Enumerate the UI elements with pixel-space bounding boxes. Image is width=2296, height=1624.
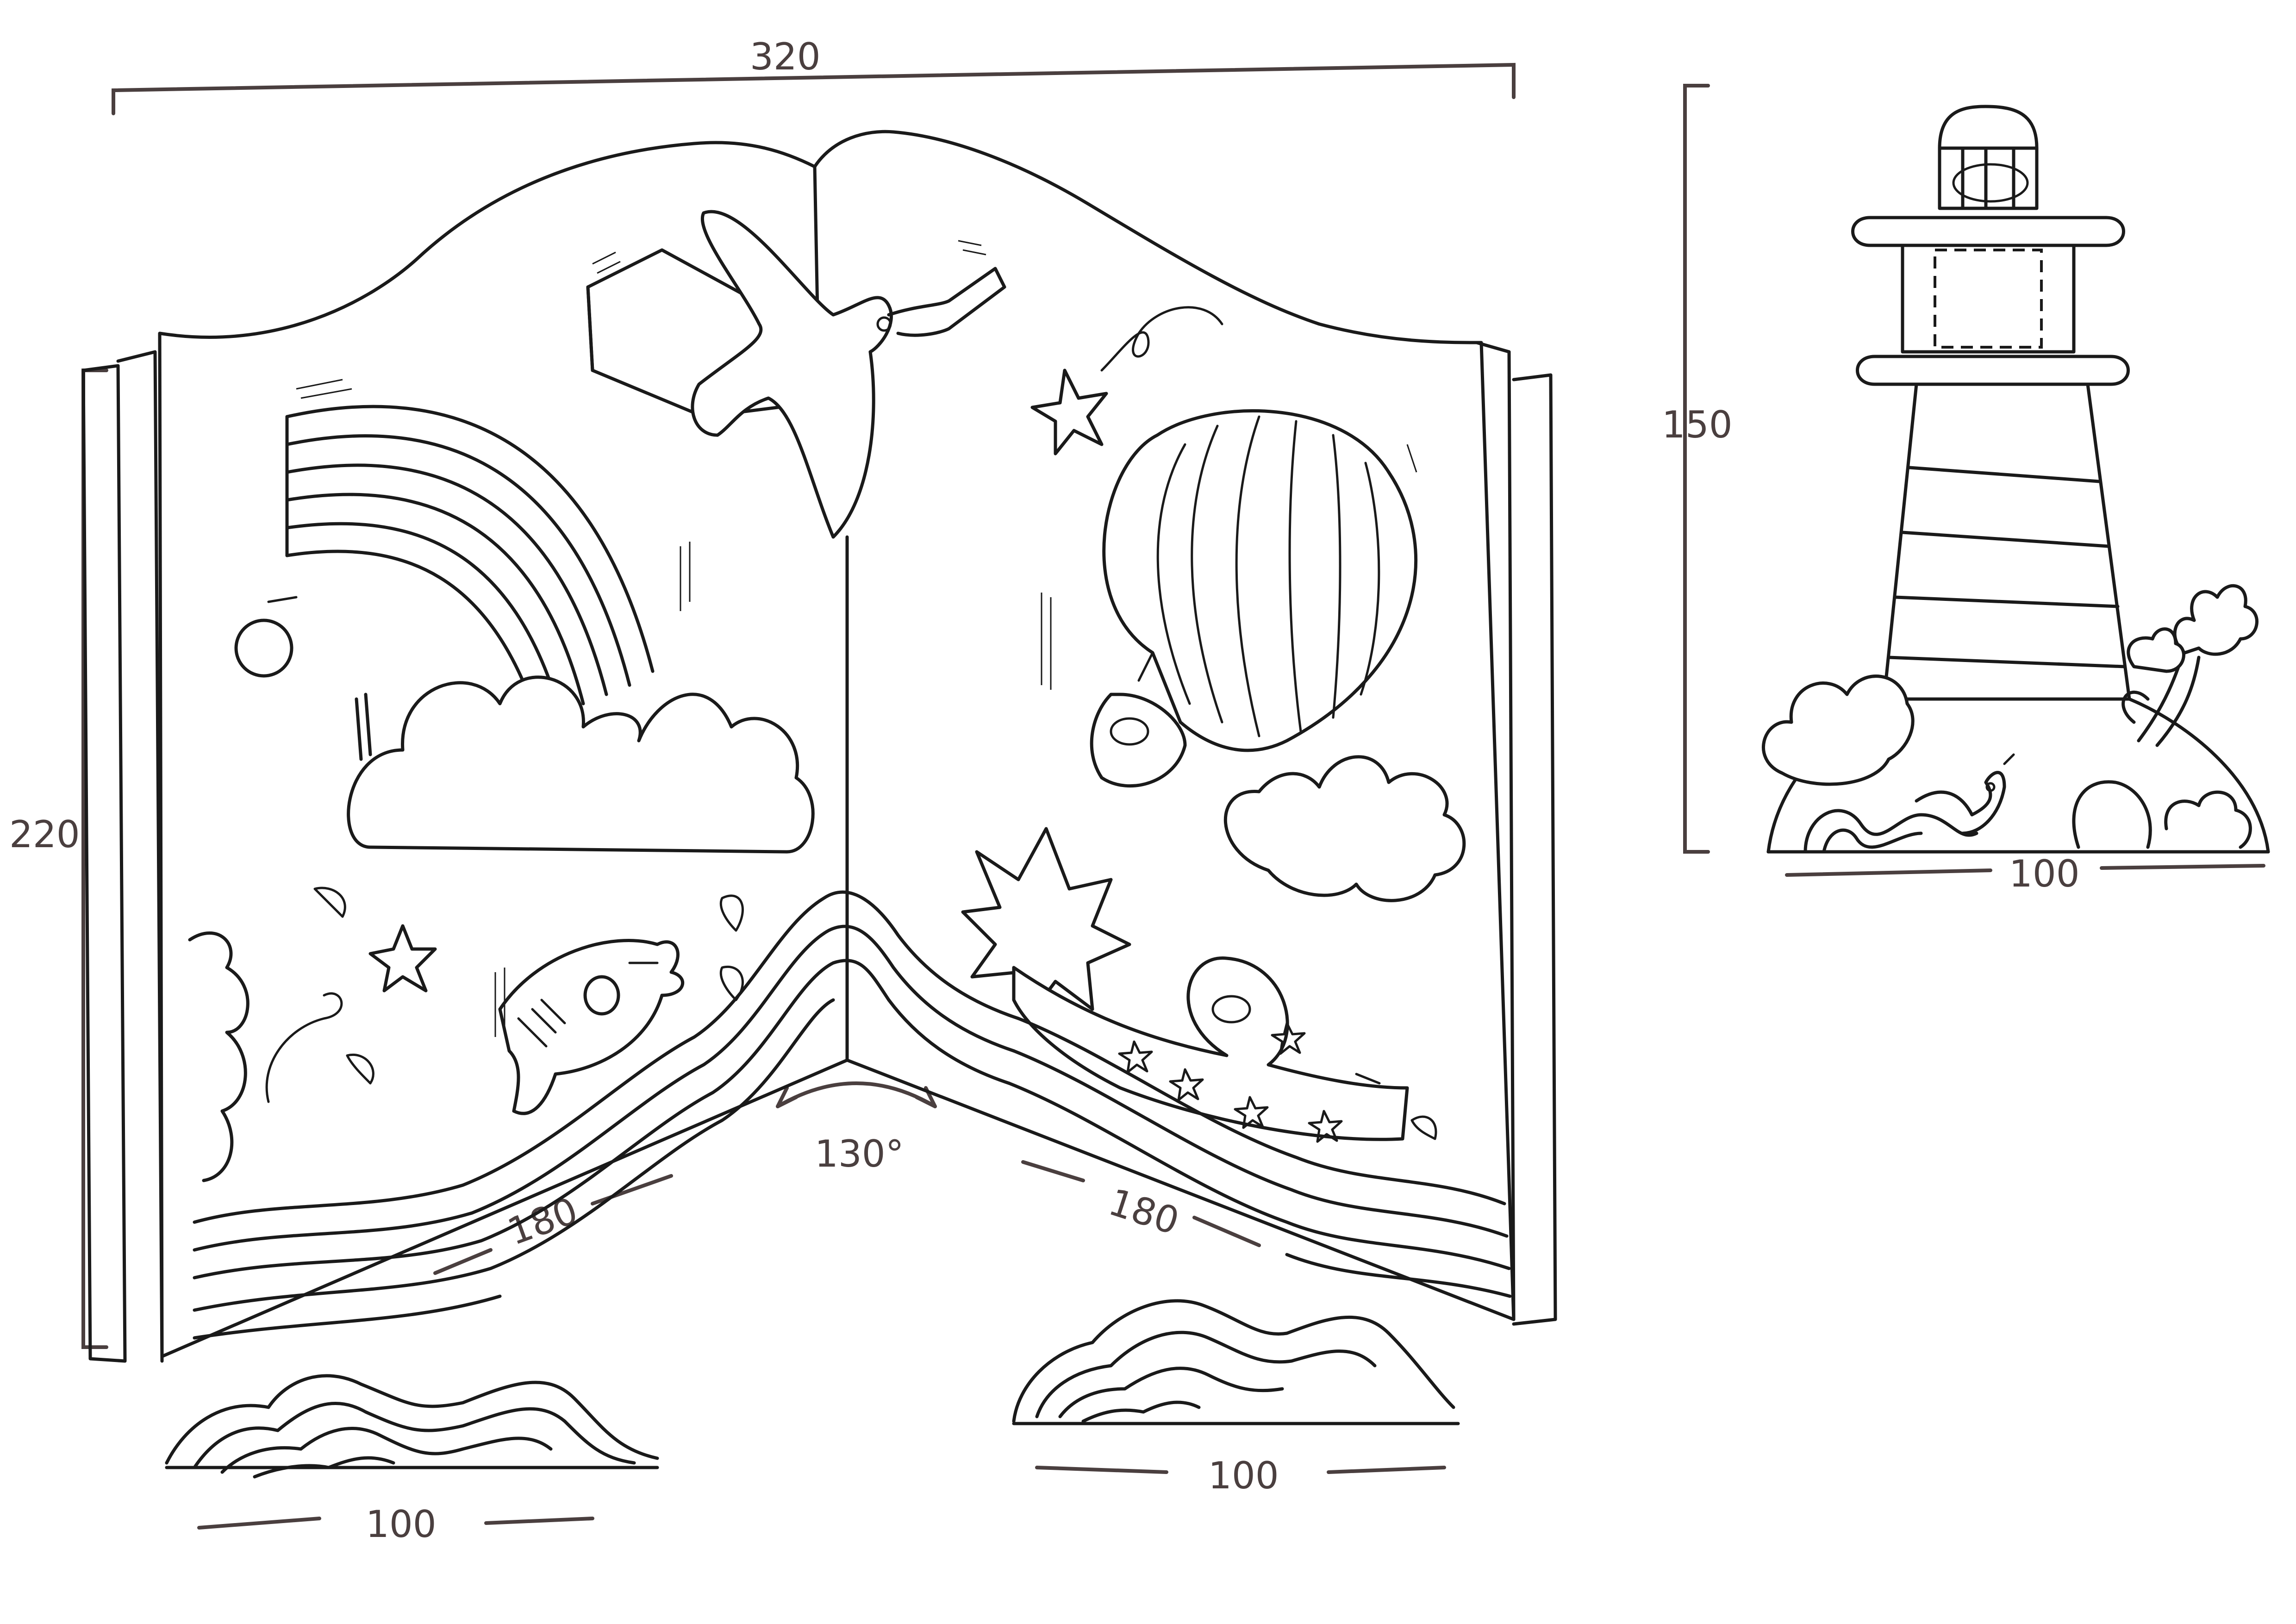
cloud-left: [347, 675, 815, 854]
balloon-hatching: [1041, 444, 1417, 690]
rainbow-hatching: [296, 379, 691, 611]
lighthouse: [1762, 105, 2270, 854]
star-icon: [368, 924, 437, 993]
hot-air-balloon: [1041, 409, 1418, 788]
dimension-book-height: 220: [9, 369, 108, 1349]
book: [81, 130, 1557, 1363]
wave-left-width-label: 100: [366, 1503, 437, 1546]
lighthouse-window: [1934, 249, 2043, 349]
lighthouse-roof: [1938, 105, 2039, 210]
rock: [2072, 780, 2152, 849]
book-height-label: 220: [9, 813, 80, 856]
streamer-star-icon: [1118, 1040, 1153, 1074]
dimension-wave-right: 100: [1035, 1454, 1446, 1497]
wave-piece-left: [165, 1374, 659, 1479]
bush: [2164, 790, 2252, 849]
rainbow: [285, 379, 691, 719]
bird-hatching: [592, 240, 986, 274]
snake: [1803, 753, 2015, 854]
droplet: [313, 887, 346, 918]
bush: [2127, 627, 2185, 673]
swirl-left: [265, 992, 343, 1103]
dimension-lighthouse-height: 150: [1662, 84, 1733, 854]
streamer-star-icon: [1234, 1096, 1269, 1129]
dimension-lighthouse-width: 100: [1785, 852, 2265, 895]
lighthouse-ground: [1766, 697, 2270, 854]
palm-tree: [2121, 584, 2259, 747]
lighthouse-width-label: 100: [2009, 852, 2080, 895]
streamer-star-icon: [1271, 1022, 1306, 1055]
snake-eye: [1985, 782, 1996, 792]
swirl: [1100, 306, 1223, 372]
fish: [494, 938, 685, 1115]
right-panel-label: 180: [1104, 1181, 1184, 1243]
streamer: [1012, 956, 1409, 1143]
sun: [234, 618, 293, 678]
droplet: [1410, 1115, 1437, 1140]
star-icon: [1030, 369, 1108, 456]
book-waves: [193, 890, 1512, 1340]
book-page-outline: [158, 130, 1516, 1358]
bush: [1762, 675, 1915, 786]
cloud-right: [1224, 755, 1466, 902]
lighthouse-cap: [1851, 216, 2125, 247]
right-page-edges: [1475, 341, 1557, 1326]
streamer-star-icon: [1308, 1110, 1343, 1143]
dimension-book-width: 320: [112, 35, 1516, 115]
wave-right-width-label: 100: [1208, 1454, 1279, 1497]
fish-eye: [583, 975, 620, 1016]
streamer-star-icon: [1169, 1068, 1204, 1101]
dimension-fold-angle: 130°: [776, 1081, 937, 1175]
bird-eye: [876, 316, 892, 332]
book-width-label: 320: [750, 35, 821, 78]
left-page-edges: [81, 350, 164, 1363]
wave-piece-right: [1012, 1299, 1460, 1425]
droplet: [719, 894, 744, 932]
bird: [586, 210, 1006, 539]
droplet: [346, 1054, 374, 1085]
sun-ray: [267, 596, 298, 603]
explosion: [961, 827, 1131, 1020]
fold-angle-label: 130°: [815, 1132, 904, 1175]
dimension-wave-left: 100: [197, 1503, 594, 1546]
bush-left: [188, 931, 250, 1182]
lighthouse-tower: [1882, 382, 2131, 701]
lighthouse-height-label: 150: [1662, 403, 1733, 446]
lighthouse-balcony: [1856, 355, 2130, 386]
